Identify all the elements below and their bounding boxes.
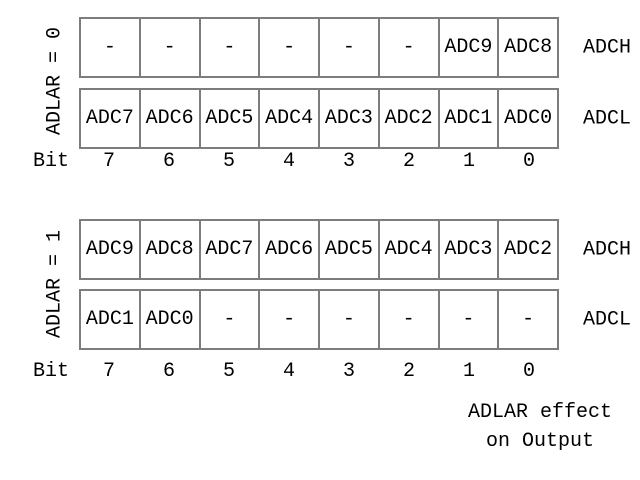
adlar1-bit-numbers: 7 6 5 4 3 2 1 0 <box>79 360 559 384</box>
adlar0-bit-label: Bit <box>33 150 70 173</box>
adlar0-rotated-label: ADLAR = 0 <box>43 26 67 136</box>
bit-number: 1 <box>462 150 475 173</box>
bit-number: 3 <box>342 360 355 383</box>
register-cell: - <box>260 19 320 76</box>
adlar1-adcl-name: ADCL <box>583 308 632 332</box>
bit-number: 4 <box>282 150 295 173</box>
register-cell: - <box>81 19 141 76</box>
bit-number: 7 <box>102 360 115 383</box>
register-cell: - <box>380 291 440 348</box>
adlar0-adcl-register: ADC7 ADC6 ADC5 ADC4 ADC3 ADC2 ADC1 ADC0 <box>79 88 559 149</box>
adlar1-adch-register: ADC9 ADC8 ADC7 ADC6 ADC5 ADC4 ADC3 ADC2 <box>79 219 559 280</box>
bit-number: 3 <box>342 150 355 173</box>
bit-number: 5 <box>222 360 235 383</box>
register-cell: ADC2 <box>504 238 553 261</box>
register-cell: - <box>320 291 380 348</box>
register-cell: ADC0 <box>504 107 553 130</box>
register-cell: ADC8 <box>141 221 201 278</box>
caption: ADLAR effect on Output <box>440 398 640 456</box>
register-cell: - <box>141 19 201 76</box>
adlar1-adcl-register: ADC1 ADC0 - - - - - - <box>79 289 559 350</box>
register-cell: ADC3 <box>320 90 380 147</box>
register-cell: - <box>440 291 500 348</box>
register-cell: ADC8 <box>504 36 553 59</box>
bit-number: 7 <box>102 150 115 173</box>
register-cell: ADC5 <box>201 90 261 147</box>
adlar0-adch-name: ADCH <box>583 36 632 60</box>
bit-number: 2 <box>402 150 415 173</box>
register-cell: ADC1 <box>440 90 500 147</box>
bit-number: 6 <box>162 150 175 173</box>
adlar1-bit-label: Bit <box>33 360 70 383</box>
bit-number: 5 <box>222 150 235 173</box>
bit-number: 2 <box>402 360 415 383</box>
adlar0-bit-numbers: 7 6 5 4 3 2 1 0 <box>79 150 559 174</box>
register-cell: ADC7 <box>201 221 261 278</box>
register-cell: ADC0 <box>141 291 201 348</box>
register-cell: ADC6 <box>141 90 201 147</box>
bit-number: 6 <box>162 360 175 383</box>
bit-number: 0 <box>522 150 535 173</box>
register-cell: ADC4 <box>380 221 440 278</box>
register-cell: - <box>320 19 380 76</box>
register-cell: ADC7 <box>81 90 141 147</box>
adlar0-adcl-name: ADCL <box>583 107 632 131</box>
bit-number: 0 <box>522 360 535 383</box>
register-cell: - <box>201 19 261 76</box>
register-cell: ADC2 <box>380 90 440 147</box>
adlar0-adch-register: - - - - - - ADC9 ADC8 <box>79 17 559 78</box>
adlar1-rotated-label: ADLAR = 1 <box>43 229 67 339</box>
caption-line2: on Output <box>485 430 595 453</box>
register-cell: - <box>201 291 261 348</box>
register-cell: - <box>380 19 440 76</box>
bit-number: 4 <box>282 360 295 383</box>
register-cell: ADC9 <box>440 19 500 76</box>
register-cell: ADC4 <box>260 90 320 147</box>
register-cell: - <box>522 308 535 331</box>
register-cell: ADC3 <box>440 221 500 278</box>
register-cell: ADC1 <box>81 291 141 348</box>
register-cell: ADC6 <box>260 221 320 278</box>
register-cell: - <box>260 291 320 348</box>
bit-number: 1 <box>462 360 475 383</box>
caption-line1: ADLAR effect <box>467 401 613 424</box>
register-cell: ADC5 <box>320 221 380 278</box>
register-cell: ADC9 <box>81 221 141 278</box>
adlar1-adch-name: ADCH <box>583 238 632 262</box>
